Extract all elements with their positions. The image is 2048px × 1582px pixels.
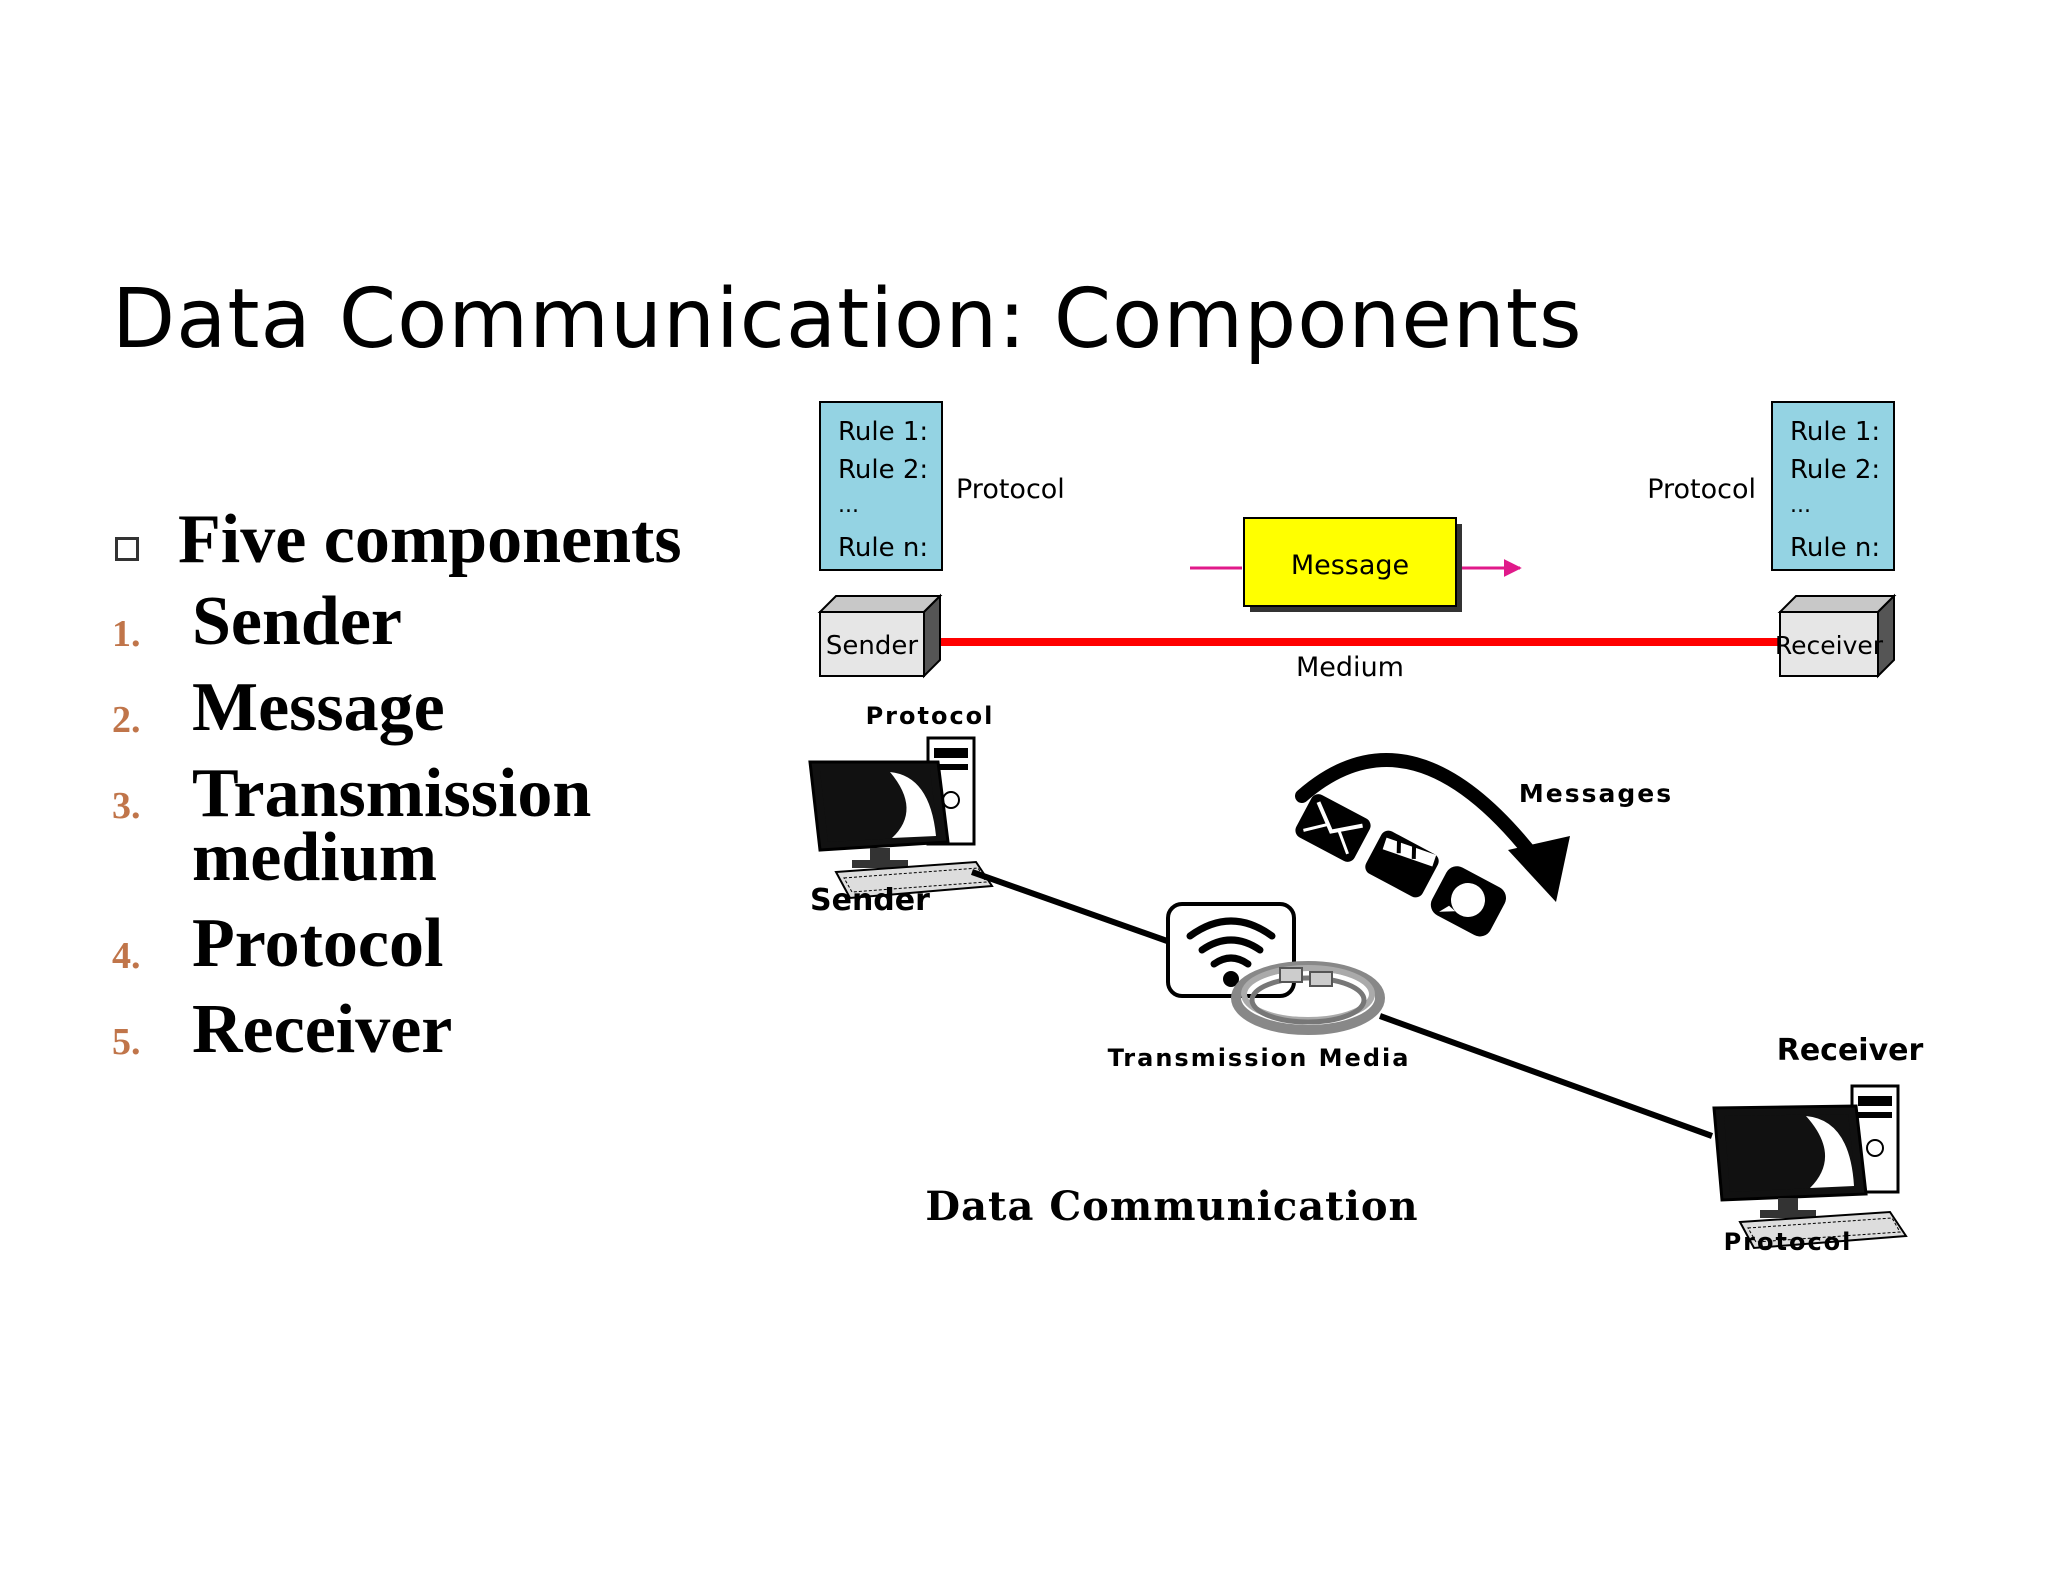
illus-receiver-label: Receiver xyxy=(1777,1033,1924,1068)
receiver-computer-icon xyxy=(1712,1084,1908,1250)
receiver-cable-line xyxy=(1378,1013,1714,1139)
rule-1-label: Rule 1: xyxy=(838,417,928,447)
bullet-list: Five components 1. Sender 2. Message 3. … xyxy=(112,500,792,1065)
list-item-text: Receiver xyxy=(192,991,453,1068)
medium-label: Medium xyxy=(1296,652,1404,683)
list-item-text: Transmission medium xyxy=(192,755,592,896)
list-item-text: Message xyxy=(192,669,445,746)
protocol-left-label: Protocol xyxy=(956,474,1065,505)
bullet-heading: Five components xyxy=(112,500,792,590)
sender-box: Sender xyxy=(817,593,943,679)
component-list: 1. Sender 2. Message 3. Transmission med… xyxy=(112,587,792,1065)
list-item: 1. Sender xyxy=(112,587,792,657)
receiver-box: Receiver xyxy=(1775,593,1897,679)
sender-label: Sender xyxy=(826,631,918,661)
list-item-number: 3. xyxy=(112,785,141,827)
right-rule-box: Rule 1: Rule 2: ... Rule n: xyxy=(1771,401,1895,571)
illus-protocol-top-label: Protocol xyxy=(866,702,995,730)
rule-2-label: Rule 2: xyxy=(838,455,928,485)
illus-transmission-media-label: Transmission Media xyxy=(1108,1044,1411,1072)
list-item-text: Sender xyxy=(192,583,402,660)
list-item-number: 2. xyxy=(112,699,141,741)
receiver-label: Receiver xyxy=(1775,631,1884,660)
illus-sender-label: Sender xyxy=(810,883,930,918)
diagram-svg: Rule 1: Rule 2: ... Rule n: Protocol Rul… xyxy=(808,401,1924,1256)
checkbox-icon xyxy=(115,537,139,561)
chat-bubble-icon xyxy=(1430,866,1506,937)
message-label: Message xyxy=(1291,550,1409,581)
slide-title: Data Communication: Components xyxy=(112,272,1583,367)
rule-2-label: Rule 2: xyxy=(1790,455,1880,485)
sender-computer-icon xyxy=(808,736,994,900)
messages-arrow-head xyxy=(1508,836,1570,902)
rule-1-label: Rule 1: xyxy=(1790,417,1880,447)
messages-curved-arrow xyxy=(1295,753,1543,867)
diagram: Rule 1: Rule 2: ... Rule n: Protocol Rul… xyxy=(780,390,1960,1290)
bullet-heading-text: Five components xyxy=(178,501,682,578)
sender-cable-line xyxy=(971,869,1171,945)
list-item-number: 1. xyxy=(112,613,141,655)
list-item: 5. Receiver xyxy=(112,995,792,1065)
list-item-number: 5. xyxy=(112,1021,141,1063)
rule-n-label: Rule n: xyxy=(1790,533,1880,563)
video-clip-icon xyxy=(1365,830,1439,898)
protocol-right-label: Protocol xyxy=(1647,474,1756,505)
envelope-icon xyxy=(1295,794,1371,862)
rule-ellipsis-label: ... xyxy=(838,493,859,518)
illus-caption: Data Communication xyxy=(925,1183,1418,1230)
cable-coil-icon xyxy=(1231,961,1385,1035)
list-item: 2. Message xyxy=(112,673,792,743)
list-item: 3. Transmission medium xyxy=(112,759,732,893)
list-item-text: Protocol xyxy=(192,905,444,982)
rule-n-label: Rule n: xyxy=(838,533,928,563)
list-item-number: 4. xyxy=(112,935,141,977)
illus-protocol-bottom-label: Protocol xyxy=(1724,1228,1853,1256)
left-rule-box: Rule 1: Rule 2: ... Rule n: xyxy=(819,401,943,571)
list-item: 4. Protocol xyxy=(112,909,792,979)
rule-ellipsis-label: ... xyxy=(1790,493,1811,518)
message-box xyxy=(1243,517,1457,607)
illus-messages-label: Messages xyxy=(1519,779,1673,808)
